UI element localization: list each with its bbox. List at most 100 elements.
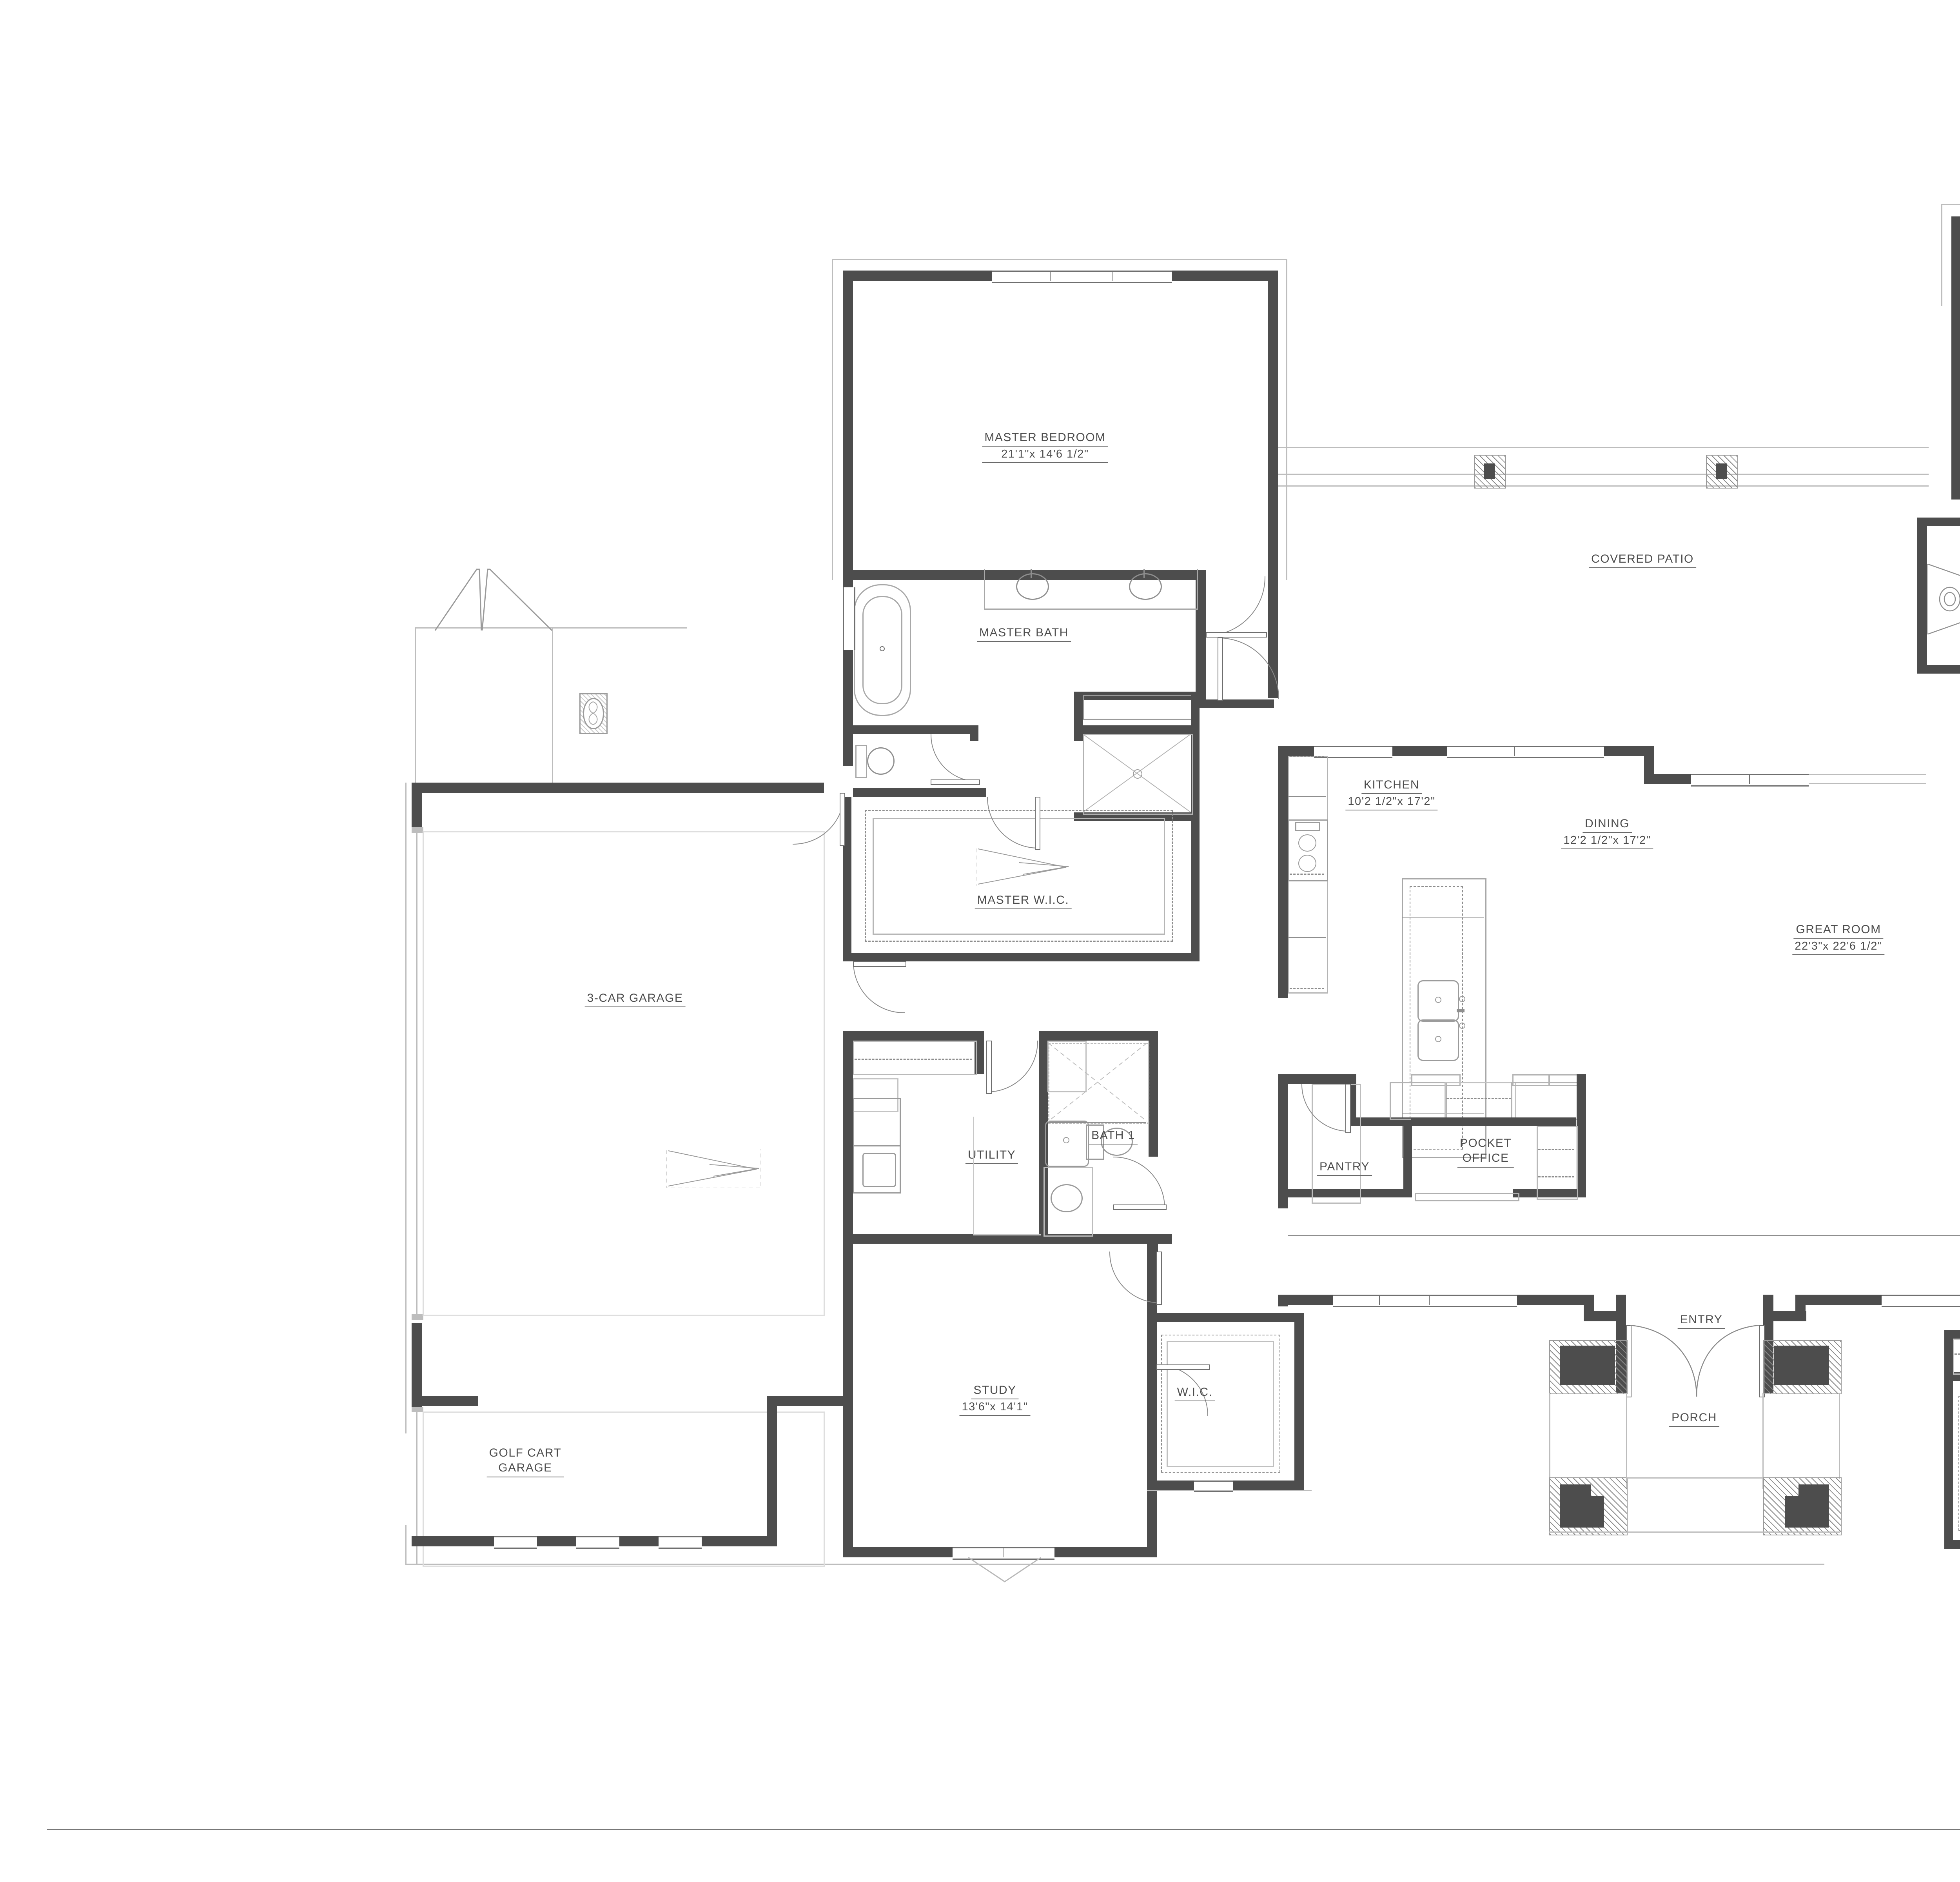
pocket-office-desk [1415,1193,1519,1201]
porch-column-left-post [1560,1346,1615,1385]
dining-dim: 12'2 1/2"x 17'2" [1561,834,1653,849]
shower-drain [1133,769,1142,779]
bed1-closet-shelf [1953,1339,1960,1375]
wall-bed1-closet-top [1944,1330,1960,1339]
garagedoor-panel-1 [494,1536,537,1549]
door-swing-utility [986,1041,1038,1092]
patio-column-2-post [1716,463,1727,479]
masterbath-shower-pan [1083,734,1193,815]
wall-shower-divider [1074,725,1200,734]
room-label-study: STUDY 13'6"x 14'1" [959,1384,1031,1416]
garage-gable-roof [434,569,553,631]
patio-fireplace [1927,564,1960,634]
utility-upper-shelf [853,1078,898,1112]
garage-slab-panel [423,831,825,1316]
wall-pocketoffice-right [1577,1074,1586,1197]
wall-hall-masterbath [1196,699,1274,708]
wall-wicstudy-top [1147,1313,1304,1322]
bath1-toilet-bowl [1101,1128,1133,1156]
pocket-office-shelf [1537,1126,1578,1200]
porch-inner-right [1762,1393,1764,1489]
door-leaf-garage-house[interactable] [840,793,845,846]
wall-shower-left-nib [1074,725,1083,741]
greatroom-top-light [1809,774,1926,775]
door-leaf-wicstudy[interactable] [1156,1364,1210,1370]
room-label-master-bath: MASTER BATH [977,627,1071,642]
utility-sink [1045,1121,1089,1167]
wall-fireplace-bottom [1917,665,1960,674]
wall-kitchen-left [1278,746,1288,998]
garagedoor-panel-2 [576,1536,619,1549]
wall-wicb1-bottom-a [1944,1540,1960,1549]
room-label-master-bedroom: MASTER BEDROOM 21'1"x 14'6 1/2" [982,431,1108,463]
kitchen-faucet [1457,1009,1465,1012]
door-leaf-masterbath[interactable] [1206,632,1267,638]
wall-utility-bottom [843,1234,1156,1244]
door-leaf-masterwic[interactable] [1035,797,1040,850]
door-leaf-study[interactable] [1156,1252,1162,1305]
porch-name: PORCH [1669,1412,1719,1427]
wall-dining-jog-horiz [1644,774,1691,784]
master-bath-sink-left [1016,573,1049,600]
wall-golfcart-right-return [767,1396,843,1406]
bed1-closet-rod [1955,1353,1960,1355]
bath1-sink [1051,1184,1083,1212]
kitchen-name: KITCHEN [1361,779,1422,794]
study-name: STUDY [971,1384,1019,1399]
wall-pantry-bottom-nib [1278,1189,1288,1208]
kitchen-counter-seam-a [1288,796,1326,797]
patio-beam-line-top [1278,447,1929,448]
faucet [1143,569,1145,578]
study-window-awning [968,1557,1041,1582]
kitchen-island-seam-a [1402,917,1484,918]
master-bath-tub-inner [862,596,902,704]
golfcart-door-line [416,1410,417,1565]
kitchen-counter-dash-a [1290,756,1324,757]
room-label-porch: PORCH [1669,1412,1719,1427]
kitchen-counter-seam-b [1288,937,1326,938]
garage-gable-right [552,627,553,792]
door-leaf-utility[interactable] [986,1041,992,1094]
door-leaf-wc[interactable] [931,779,980,785]
patio-column-1-post [1484,463,1495,479]
wall-masterwic-bottom [843,953,1200,961]
kitchen-island-dash [1410,886,1463,1150]
porch-inner-left [1626,1393,1627,1489]
wall-shower-top [1074,692,1200,700]
wall-pantry-right [1403,1117,1412,1197]
wall-golfcart-bottom-a [412,1536,494,1546]
door-leaf-masterwic-hall[interactable] [853,961,906,967]
master-wic-name: MASTER W.I.C. [975,894,1072,909]
master-bedroom-name: MASTER BEDROOM [982,431,1108,447]
wall-golfcart-bottom-b [537,1536,576,1546]
wall-pocketoffice-bottom [1513,1189,1586,1197]
kitchen-sink-drain-1 [1435,997,1441,1003]
faucet [1031,569,1032,578]
wall-study-bottom-b [1054,1547,1156,1557]
roof-line-flex-left [1941,204,1942,306]
door-leaf-master-hall[interactable] [1218,638,1223,701]
bath1-vanity [1044,1167,1093,1237]
garage-fan-blades [588,701,598,725]
great-room-name: GREAT ROOM [1793,923,1884,939]
window-mullion [1379,1295,1380,1305]
kitchen-back-counter-dash [1446,1098,1511,1099]
patio-column-1 [1474,455,1506,489]
porch-step-top [1626,1477,1763,1479]
door-leaf-pantry[interactable] [1345,1084,1351,1133]
door-swing-garage-house [793,793,844,845]
wall-garage-left-upper [412,783,422,830]
room-label-dining: DINING 12'2 1/2"x 17'2" [1561,817,1653,849]
kitchen-counter-dash-c [1290,988,1324,989]
wall-masterbed-top-right [1172,271,1278,281]
wall-wicstudy-bottom-b [1233,1481,1304,1490]
garage-attic-access [666,1149,760,1188]
wall-wc-top [853,725,978,734]
room-label-pantry: PANTRY [1317,1161,1372,1176]
window-mullion [1050,271,1051,281]
door-leaf-bath1[interactable] [1113,1204,1167,1210]
room-label-entry: ENTRY [1677,1313,1725,1329]
pantry-name: PANTRY [1317,1161,1372,1176]
wall-masterbed-right [1268,271,1278,580]
kitchen-back-counter-lip-a [1411,1074,1461,1086]
